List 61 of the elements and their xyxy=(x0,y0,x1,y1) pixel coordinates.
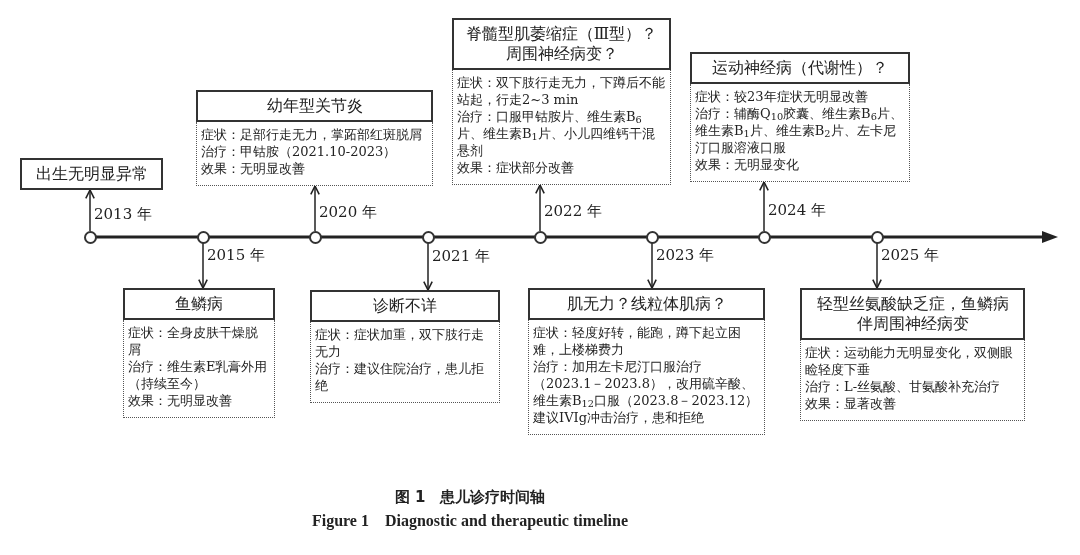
details-box xyxy=(452,70,671,185)
arrow xyxy=(535,184,545,232)
arrow xyxy=(647,242,657,289)
timeline-marker xyxy=(308,230,322,244)
details-text: 治疗：L-丝氨酸、甘氨酸补充治疗 xyxy=(805,378,1002,395)
year-label: 2025 年 xyxy=(881,245,939,264)
details-box xyxy=(123,320,275,418)
details-text: 效果：无明显变化 xyxy=(695,156,800,173)
details-text: 建议IVIg冲击治疗，患和拒绝 xyxy=(533,409,705,426)
timeline-marker xyxy=(645,230,659,244)
details-text: 治疗：口服甲钴胺片、维生素B$_{6}$片、维生素B$_{1}$片、小儿四维钙干混悬剂 xyxy=(457,108,656,159)
details-text: 效果：无明显改善 xyxy=(201,160,306,177)
timeline-marker xyxy=(870,230,884,244)
details-text: 症状：症状加重，双下肢行走无力 xyxy=(315,326,485,360)
diagnosis-box: 脊髓型肌萎缩症（Ⅲ型）？周围神经病变？ xyxy=(452,18,671,70)
timeline-marker xyxy=(421,230,435,244)
diagnosis-box: 出生无明显异常 xyxy=(20,158,163,190)
details-text: 治疗：甲钴胺（2021.10-2023） xyxy=(201,143,398,160)
details-text: 效果：显著改善 xyxy=(805,395,897,412)
details-text: 治疗：建议住院治疗，患儿拒绝 xyxy=(315,360,485,394)
year-label: 2020 年 xyxy=(319,202,377,221)
diagnosis-box: 鱼鳞病 xyxy=(123,288,275,320)
figure-caption: Figure 1 Diagnostic and therapeutic timeline xyxy=(311,510,629,532)
details-text: 症状：运动能力无明显变化，双侧眼睑轻度下垂 xyxy=(805,344,1014,378)
diagnosis-box: 肌无力？线粒体肌病？ xyxy=(528,288,765,320)
details-text: 效果：无明显改善 xyxy=(128,392,233,409)
timeline-marker xyxy=(83,230,97,244)
arrow xyxy=(759,181,769,232)
details-text: 效果：症状部分改善 xyxy=(457,159,575,176)
details-box xyxy=(196,122,433,186)
year-label: 2021 年 xyxy=(432,246,490,265)
arrow xyxy=(310,185,320,232)
arrow xyxy=(198,242,208,289)
diagnosis-box: 运动神经病（代谢性）？ xyxy=(690,52,910,84)
details-box xyxy=(528,320,765,435)
year-label: 2022 年 xyxy=(544,202,602,220)
diagnosis-box: 幼年型关节炎 xyxy=(196,90,433,122)
year-label: 2015 年 xyxy=(207,245,265,264)
figure-caption: 图 1 患儿诊疗时间轴 xyxy=(394,487,546,508)
diagnosis-box: 轻型丝氨酸缺乏症，鱼鳞病伴周围神经病变 xyxy=(800,288,1025,340)
details-text: 治疗：维生素E乳膏外用（持续至今） xyxy=(128,358,269,392)
year-label: 2023 年 xyxy=(656,245,714,264)
details-text: 症状：双下肢行走无力，下蹲后不能站起，行走2~3 min xyxy=(457,74,666,108)
year-label: 2024 年 xyxy=(768,200,826,219)
arrow xyxy=(423,242,433,291)
timeline-marker xyxy=(757,230,771,244)
details-box xyxy=(310,322,500,403)
timeline-marker xyxy=(196,230,210,244)
details-box xyxy=(800,340,1025,421)
details-text: 治疗：辅酶Q$_{10}$胶囊、维生素B$_{6}$片、维生素B$_{1}$片、维生素B$_{2}$片、左卡尼汀口服溶液口服 xyxy=(695,105,904,156)
timeline-marker xyxy=(533,230,547,244)
details-text: 症状：轻度好转，能跑，蹲下起立困难，上楼梯费力 xyxy=(533,324,742,358)
year-label: 2013 年 xyxy=(94,204,152,223)
arrow xyxy=(872,242,882,289)
arrow xyxy=(85,189,95,232)
diagnosis-box: 诊断不详 xyxy=(310,290,500,322)
details-box xyxy=(690,84,910,182)
details-text: 症状：较23年症状无明显改善 xyxy=(695,88,869,105)
details-text: 症状：全身皮肤干燥脱屑 xyxy=(128,324,259,358)
details-text: 症状：足部行走无力，掌跖部红斑脱屑 xyxy=(201,126,423,143)
details-text: 治疗：加用左卡尼汀口服治疗（2023.1－2023.8），改用硫辛酸、维生素B$_{12}$口服（2023.8－2023.12） xyxy=(533,358,760,409)
